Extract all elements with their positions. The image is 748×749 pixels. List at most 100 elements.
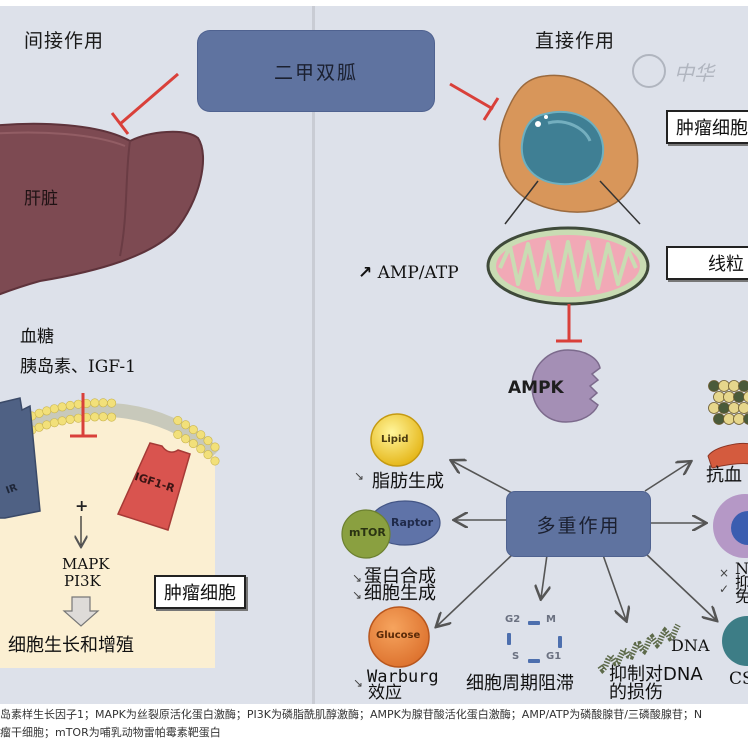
membrane-lipid-bead [210,442,220,452]
warburg-label: Warburg [367,667,439,687]
phase-g2: G2 [505,614,521,625]
dna-icon-label: DNA [671,636,710,655]
caption-line-1: 岛素样生长因子1；MAPK为丝裂原活化蛋白激酶；PI3K为磷脂酰肌醇激酶；AMP… [0,708,703,721]
tumor-cluster-cell [713,413,725,425]
membrane-lipid-bead [57,416,67,426]
membrane-lipid-bead [49,418,59,428]
plus-sign: + [75,496,89,515]
tumor-cluster-cell [728,402,740,414]
membrane-lipid-bead [98,412,108,422]
membrane-lipid-bead [188,439,198,449]
membrane-lipid-bead [34,422,44,432]
mtor-icon [341,509,391,559]
membrane-lipid-bead [203,436,213,446]
direct-effect-title: 直接作用 [535,30,616,52]
tumor-cell-right [498,74,639,213]
membrane-lipid-bead [65,414,75,424]
membrane-lipid-bead [173,415,183,425]
membrane-lipid-bead [203,450,213,460]
tumor-cluster-cell [718,402,730,414]
phase-g1: G1 [546,651,562,662]
amp-atp-label: ↗ AMP/ATP [358,263,459,283]
membrane-lipid-bead [188,425,198,435]
tumor-cluster-cell [743,391,748,403]
tumor-cluster-cell [718,380,730,392]
growth-proliferation-label: 细胞生长和增殖 [8,635,134,656]
lipogenesis-label: 脂肪生成 [372,471,444,492]
nk-label-3: 免 [735,587,748,606]
cell-cycle-arrest-label: 细胞周期阻滞 [466,673,574,694]
mitochondria-label: 线粒 [666,246,748,280]
ir-receptor [0,397,41,519]
cell-down-arrow-icon: ↘ [352,588,363,602]
membrane-lipid-bead [42,420,52,430]
tumor-cluster-cell [723,391,735,403]
mapk-label: MAPK [62,555,110,573]
tumor-cluster-cell [713,391,725,403]
caption-line-2: 瘤干细胞；mTOR为哺乳动物雷帕霉素靶蛋白 [0,726,221,739]
up-arrow-icon: ↗ [358,263,373,283]
membrane-lipid-bead [90,412,100,422]
tumor-cluster-cell [728,380,740,392]
blood-glucose-label: 血糖 [20,327,54,347]
tumor-cell-right-label: 肿瘤细胞 [666,110,748,144]
membrane-lipid-bead [90,398,100,408]
membrane-lipid-bead [34,408,44,418]
tumor-cell-left-label: 肿瘤细胞 [154,575,246,609]
insulin-igf1-label: 胰岛素、IGF-1 [20,357,136,377]
tumor-cluster-cell [733,413,745,425]
membrane-lipid-bead [181,420,191,430]
figure-caption: 岛素样生长因子1；MAPK为丝裂原活化蛋白激酶；PI3K为磷脂酰肌醇激酶；AMP… [0,706,748,749]
diagram-canvas: 中华 间接作用 直接作用 二甲双胍 肝脏 血糖 胰岛素、IGF-1 IR IGF… [0,6,748,704]
ampk-label: AMPK [508,378,564,398]
membrane-lipid-bead [42,406,52,416]
ampk-enzyme [531,349,601,423]
glucose-icon-label: Glucose [376,630,421,641]
membrane-lipid-bead [196,430,206,440]
warburg-down-arrow-icon: ↘ [353,676,364,690]
metformin-box: 二甲双胍 [198,31,434,111]
zoom-line-right [599,180,641,225]
csc-label: CS [729,669,748,689]
membrane-lipid-bead [73,399,83,409]
phase-m: M [546,614,556,625]
membrane-lipid-bead [98,398,108,408]
csc-icon [722,616,748,666]
mtor-label: mTOR [349,526,386,539]
phase-s: S [512,651,520,662]
membrane-lipid-bead [173,429,183,439]
raptor-label: Raptor [391,516,434,529]
nk-cross-icon: × [719,566,730,580]
indirect-effect-title: 间接作用 [24,30,105,52]
protein-synthesis-label: 蛋白合成 [364,566,436,587]
lipid-icon [370,413,424,467]
dna-damage-label-2: 的损伤 [609,682,663,703]
dna-damage-label-1: 抑制对DNA [609,664,703,685]
anti-angiogenesis-label: 抗血 [706,465,742,486]
membrane-lipid-bead [73,413,83,423]
liver-illustration [0,122,205,296]
membrane-lipid-bead [107,412,117,422]
multi-effect-box: 多重作用 [507,492,650,556]
nk-label-2: 抑 [735,573,748,592]
dna-helix-icon [597,623,681,675]
igf1r-receptor [116,442,191,531]
panel-divider [312,6,315,704]
tumor-cluster-cell [708,402,720,414]
inhibit-arrow-liver [110,72,179,135]
tumor-cluster-cell [738,402,748,414]
inhibit-arrow-ampk [556,304,582,343]
membrane-lipid-bead [107,398,117,408]
tumor-cluster-cell [738,380,748,392]
membrane-lipid-bead [57,402,67,412]
zoom-line-left [504,180,539,225]
membrane-lipid-bead [49,404,59,414]
tumor-cluster-cell [743,413,748,425]
membrane-lipid-bead [210,456,220,466]
tumor-cluster-cell [708,380,720,392]
hollow-down-arrow [62,596,100,627]
protein-down-arrow-icon: ↘ [352,571,363,585]
nk-check-icon: ✓ [719,582,730,596]
membrane-lipid-bead [196,444,206,454]
angiogenesis-illustration [707,380,748,469]
